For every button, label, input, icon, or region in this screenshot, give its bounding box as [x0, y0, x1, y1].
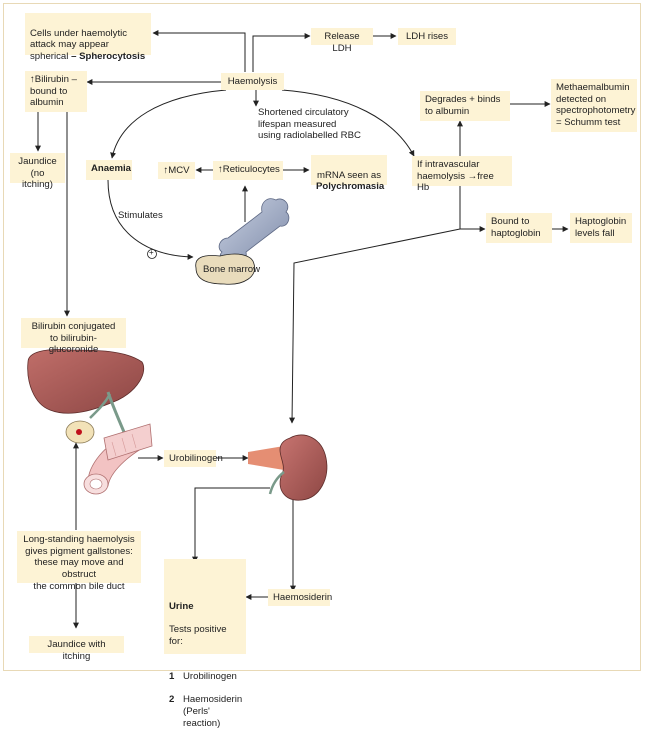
plus-circle — [147, 249, 157, 259]
methaemalbumin-box: Methaemalbumin detected on spectrophotom… — [551, 79, 637, 132]
reticulocytes-box: ↑Reticulocytes — [213, 161, 283, 180]
anaemia-box: Anaemia — [86, 160, 132, 180]
urine-subtitle: Tests positive for: — [169, 624, 227, 647]
plus-label: + — [149, 248, 154, 257]
kidney-icon — [248, 434, 328, 501]
spherocytosis-box: Cells under haemolytic attack may appear… — [25, 13, 151, 62]
bilirubin-conjugated-box: Bilirubin conjugated to bilirubin-glucor… — [21, 318, 126, 355]
degrades-box: Degrades + binds to albumin — [420, 91, 510, 121]
arrow-intravascular-haptoglobin — [459, 186, 486, 232]
bone-marrow-blob — [195, 253, 256, 285]
bone-marrow-label: Bone marrow — [203, 264, 261, 275]
ldh-rises-box: LDH rises — [398, 28, 456, 45]
jaundice-no-itching-box: Jaundice (no itching) — [10, 153, 65, 190]
gallstone-dot — [76, 429, 82, 435]
urobilinogen-box: Urobilinogen — [164, 450, 223, 467]
urine-title: Urine — [169, 600, 194, 612]
haemosiderin-box: Haemosiderin — [268, 589, 332, 606]
bound-haptoglobin-box: Bound to haptoglobin — [486, 213, 552, 243]
intravascular-box: If intravascular haemolysis →free Hb — [412, 156, 512, 193]
liver-icon — [27, 349, 144, 433]
arrow-haemolysis-release-ldh — [252, 33, 311, 72]
jaundice-itching-box: Jaundice with itching — [29, 636, 124, 662]
figure-frame — [3, 3, 641, 671]
intestine-icon — [83, 423, 153, 495]
haemolysis-box: Haemolysis — [221, 73, 284, 90]
arrow-anaemia-bone-marrow — [107, 179, 194, 260]
diagram-canvas — [27, 30, 569, 629]
bone-icon — [195, 198, 290, 285]
arrow-haemolysis-anaemia — [110, 89, 227, 159]
arrow-haemoglobin-kidney — [289, 228, 461, 424]
gallbladder-icon — [65, 420, 95, 444]
gallstones-box: Long-standing haemolysis gives pigment g… — [17, 531, 141, 592]
arrow-kidney-urine — [192, 487, 270, 563]
arrow-haemolysis-spherocytosis — [152, 30, 246, 72]
arrow-haemolysis-intravascular — [281, 89, 415, 157]
haptoglobin-fall-box: Haptoglobin levels fall — [570, 213, 632, 243]
release-ldh-box: Release LDH — [311, 28, 373, 54]
bilirubin-box: ↑Bilirubin – bound to albumin — [25, 71, 87, 112]
mcv-box: ↑MCV — [158, 162, 195, 179]
stimulates-label: Stimulates — [118, 210, 163, 221]
shortened-text: Shortened circulatory lifespan measured … — [258, 107, 361, 142]
